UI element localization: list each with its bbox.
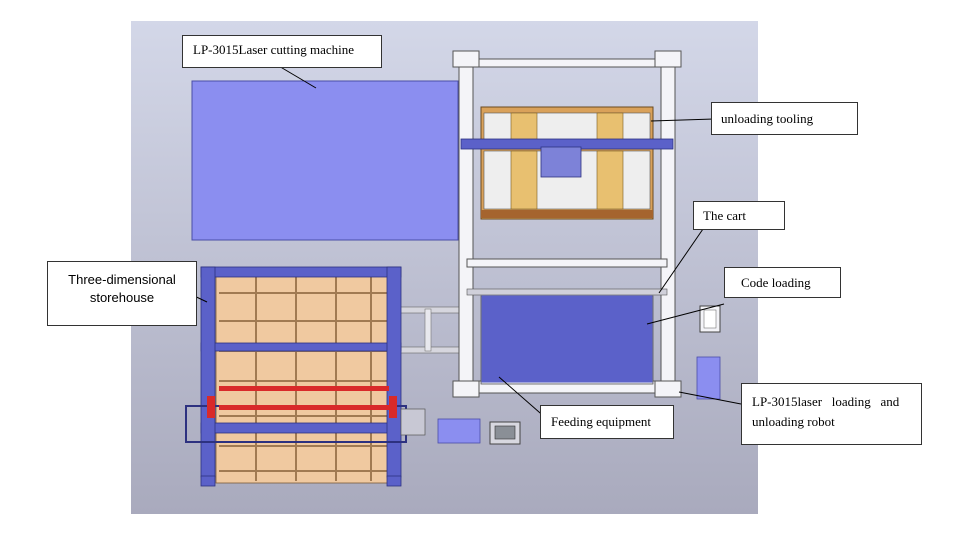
label-feeding-equipment: Feeding equipment	[540, 405, 674, 439]
loading-unloading-robot	[452, 50, 682, 398]
label-robot-line2: unloading robot	[752, 414, 835, 429]
label-laser-machine: LP-3015Laser cutting machine	[182, 35, 382, 68]
label-code-loading-text: Code loading	[741, 275, 811, 290]
label-laser-machine-text: LP-3015Laser cutting machine	[193, 42, 355, 57]
label-the-cart-text: The cart	[703, 208, 746, 223]
label-robot-line1: LP-3015laser loading and	[752, 394, 900, 409]
layout-drawing	[131, 21, 758, 514]
label-unloading-tooling-text: unloading tooling	[721, 111, 814, 126]
cart-drawing	[466, 288, 668, 385]
label-code-loading: Code loading	[724, 267, 841, 298]
label-storehouse: Three-dimensional storehouse	[47, 261, 197, 326]
laser-machine-body	[191, 80, 459, 241]
label-unloading-tooling: unloading tooling	[711, 102, 858, 135]
feeding-control-box	[437, 418, 481, 444]
label-robot: LP-3015laser loading and unloading robot	[741, 383, 922, 445]
label-storehouse-line1: Three-dimensional	[68, 272, 176, 287]
leader-lines	[170, 61, 742, 420]
robot-control-box	[696, 356, 721, 400]
unloading-tooling-drawing	[460, 106, 674, 220]
label-the-cart: The cart	[693, 201, 785, 230]
three-dimensional-storehouse	[185, 266, 426, 487]
label-storehouse-line2: storehouse	[89, 290, 155, 305]
label-feeding-equipment-text: Feeding equipment	[551, 414, 652, 429]
